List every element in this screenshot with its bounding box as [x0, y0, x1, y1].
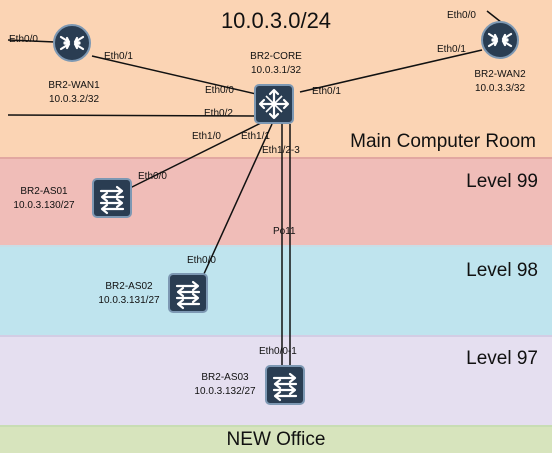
port-channel-label: Po11 — [273, 226, 296, 237]
multilayer-switch-icon[interactable] — [254, 84, 294, 124]
link-wan1-core — [91, 55, 257, 95]
device-name-as03: BR2-AS03 — [201, 372, 249, 383]
device-name-core: BR2-CORE — [250, 51, 302, 62]
area-label-level-99: Level 99 — [466, 171, 538, 192]
interface-label: Eth0/0 — [205, 85, 234, 96]
link-wan2-core — [299, 49, 483, 93]
interface-label: Eth0/2 — [204, 108, 233, 119]
area-label-new-office: NEW Office — [226, 429, 326, 450]
area-label-level-97: Level 97 — [466, 348, 538, 369]
area-label-level-98: Level 98 — [466, 260, 538, 281]
interface-label: Eth0/1 — [437, 44, 466, 55]
link-wan1-external — [7, 39, 56, 43]
device-ip-core: 10.0.3.1/32 — [250, 65, 302, 76]
subnet-title: 10.0.3.0/24 — [220, 8, 332, 33]
device-ip-as03: 10.0.3.132/27 — [194, 386, 256, 397]
area-label-main: Main Computer Room — [350, 131, 536, 152]
main-computer-room-band — [0, 0, 552, 159]
link-core-as01 — [129, 121, 264, 189]
interface-label: Eth0/0 — [9, 34, 38, 45]
router-icon[interactable] — [480, 20, 520, 60]
link-core-as02 — [202, 123, 273, 277]
interface-label: Eth0/1 — [104, 51, 133, 62]
device-name-as01: BR2-AS01 — [20, 186, 68, 197]
interface-label: Eth0/0 — [187, 255, 216, 266]
new-office-band — [0, 427, 552, 453]
interface-label: Eth1/1 — [241, 131, 270, 142]
interface-label: Eth0/1 — [312, 86, 341, 97]
device-name-as02: BR2-AS02 — [105, 281, 153, 292]
interface-label: Eth1/0 — [192, 131, 221, 142]
device-ip-as01: 10.0.3.130/27 — [13, 200, 75, 211]
switch-icon[interactable] — [168, 273, 208, 313]
device-ip-as02: 10.0.3.131/27 — [98, 295, 160, 306]
device-ip-wan1: 10.0.3.2/32 — [48, 94, 100, 105]
level-98-band — [0, 247, 552, 337]
router-icon[interactable] — [52, 23, 92, 63]
device-name-wan1: BR2-WAN1 — [48, 80, 100, 91]
interface-label: Eth0/0 — [138, 171, 167, 182]
switch-icon[interactable] — [92, 178, 132, 218]
interface-label: Eth0/0-1 — [259, 346, 297, 357]
switch-icon[interactable] — [265, 365, 305, 405]
link-core-left — [7, 114, 257, 117]
interface-label: Eth1/2-3 — [262, 145, 300, 156]
interface-label: Eth0/0 — [447, 10, 476, 21]
device-name-wan2: BR2-WAN2 — [474, 69, 526, 80]
device-ip-wan2: 10.0.3.3/32 — [474, 83, 526, 94]
